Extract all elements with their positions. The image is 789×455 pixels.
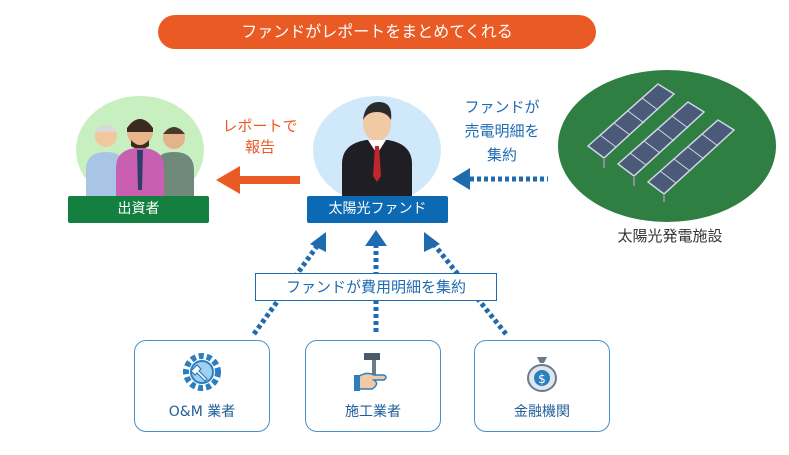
investors-label: 出資者 <box>68 196 209 223</box>
contractor-label-om: O&M 業者 <box>168 404 236 420</box>
report-line-1: レポートで <box>222 117 298 135</box>
collect-arrow-left <box>452 168 548 190</box>
report-line-2: 報告 <box>244 138 275 156</box>
investors-people-icon <box>86 119 194 200</box>
report-arrow-text: レポートで 報告 <box>210 116 310 158</box>
collect-line-3: 集約 <box>486 146 517 164</box>
svg-text:$: $ <box>538 372 546 386</box>
collect-arrow-text: ファンドが 売電明細を 集約 <box>447 95 557 167</box>
contractor-label-financial: 金融機関 <box>514 404 570 420</box>
collect-line-2: 売電明細を <box>464 122 540 140</box>
hammer-hand-icon <box>354 353 387 391</box>
cost-collect-label: ファンドが費用明細を集約 <box>255 273 497 301</box>
fund-label: 太陽光ファンド <box>307 196 448 223</box>
contractor-box-financial: $ 金融機関 <box>474 340 610 432</box>
title-banner: ファンドがレポートをまとめてくれる <box>158 15 596 49</box>
gear-wrench-icon <box>183 353 221 391</box>
contractor-label-construction: 施工業者 <box>345 404 401 420</box>
money-bag-icon: $ <box>527 357 557 392</box>
collect-line-1: ファンドが <box>464 98 540 116</box>
contractor-box-om: O&M 業者 <box>134 340 270 432</box>
solar-panels-icon <box>586 83 736 202</box>
contractor-box-construction: 施工業者 <box>305 340 441 432</box>
report-arrow-left <box>216 166 300 194</box>
facility-label: 太陽光発電施設 <box>617 227 723 245</box>
businessman-icon <box>342 102 412 198</box>
